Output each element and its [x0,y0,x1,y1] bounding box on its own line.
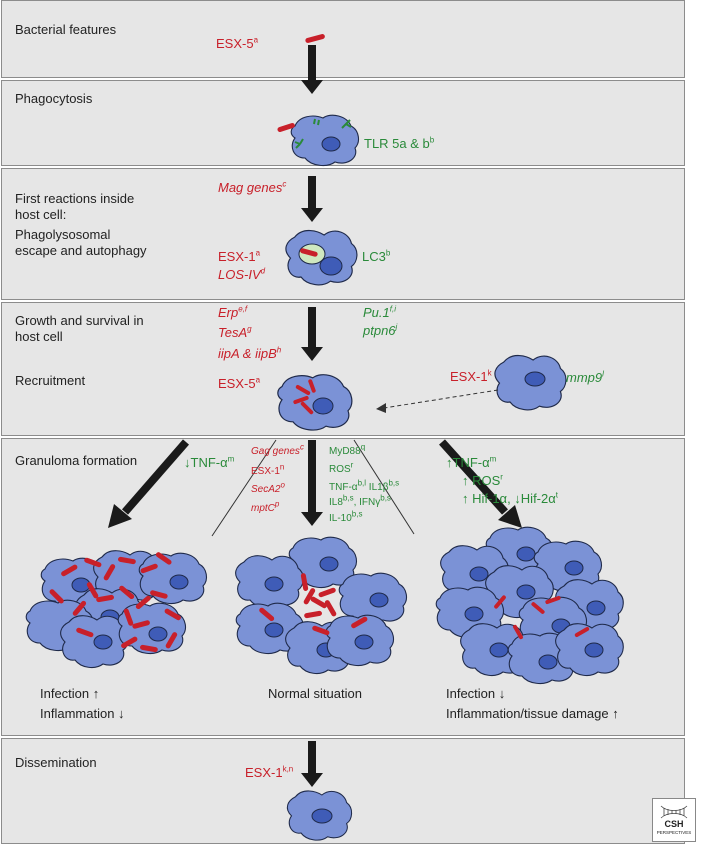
bacterium-icon [305,34,325,43]
label-tnfa-il1b: TNF-αb,l IL1βb,s [329,478,400,493]
label-erp: Erpe,f [218,304,248,320]
label-iipa-iipb: iipA & iipBh [218,345,282,361]
label-esx1-recruitment: ESX-1k [450,368,492,384]
panel-title-growth-1: Growth and survival in [15,313,144,328]
label-seca2: SecA2o [251,480,285,495]
arrow-granuloma-right [439,439,522,528]
logo-text-csh: CSH [664,819,684,829]
label-inflammation-tissue-damage: Inflammation/tissue damage ↑ [446,706,619,721]
panel-title-first-reactions-2: host cell: [15,207,67,222]
recruitment-dashed-arrow [376,389,499,413]
label-ptpn6: ptpn6j [363,322,398,338]
phagocyte-cell-icon [290,114,360,167]
label-myd88: MyD88q [329,442,366,457]
arrow-to-phagocytosis [301,45,323,94]
label-los-iv: LOS-IVd [218,266,266,282]
label-hif: ↑ Hif-1α, ↓Hif-2αt [462,490,558,506]
granuloma-middle-icon [235,536,408,675]
label-mmp9: mmp9l [566,369,604,385]
panel-title-first-reactions-3: Phagolysosomal [15,227,111,242]
panel-title-dissemination: Dissemination [15,755,97,770]
label-ros-up: ↑ ROSr [462,472,503,488]
panel-title-phagocytosis: Phagocytosis [15,91,93,106]
arrow-granuloma-center [301,440,323,526]
bacterium-icon [277,122,295,132]
label-esx5-recruitment: ESX-5a [218,375,261,391]
arrow-to-first-reactions [301,176,323,222]
panel-title-recruitment: Recruitment [15,373,86,388]
arrow-to-growth [301,307,323,361]
label-lc3: LC3b [362,248,391,264]
granuloma-left-icon [25,550,208,669]
panel-title-first-reactions-4: escape and autophagy [15,243,147,258]
label-pu1: Pu.1f,i [363,304,396,320]
label-infection-up: Infection ↑ [40,686,100,701]
label-inflammation-down: Inflammation ↓ [40,706,125,721]
label-gag-genes: Gag genesc [251,442,304,457]
arrow-granuloma-left [108,439,190,528]
label-il10: IL-10b,s [329,509,363,524]
disseminating-cell-icon [286,790,353,841]
csh-perspectives-logo: CSH PERSPECTIVES [652,798,696,842]
label-tnf-down: ↓TNF-αm [184,454,235,470]
label-mptc: mptCp [251,499,280,514]
recruited-macrophage-icon [494,354,567,411]
granuloma-right-icon [435,526,624,685]
label-tesa: TesAg [218,324,252,340]
panel-title-first-reactions-1: First reactions inside [15,191,135,206]
panel-title-bacterial-features: Bacterial features [15,22,117,37]
label-normal-situation: Normal situation [268,686,362,701]
label-ros: ROSr [329,460,354,475]
panel-title-growth-2: host cell [15,329,63,344]
label-il8-ifng: IL8b,s, IFNγb,s [329,493,391,508]
dna-helix-icon [660,805,688,819]
panel-bacterial-features [1,0,685,78]
panel-title-granuloma: Granuloma formation [15,453,138,468]
tlr-receptor-icon [294,118,352,149]
label-mag-genes: Mag genesc [218,179,287,195]
label-esx1-granuloma: ESX-1n [251,462,285,477]
growth-cell-icon [277,374,353,431]
logo-text-perspectives: PERSPECTIVES [656,830,692,835]
infected-cell-icon [285,229,358,286]
arrow-to-dissemination [301,741,323,787]
label-tlr: TLR 5a & bb [364,135,435,151]
label-esx1: ESX-1a [218,248,261,264]
label-esx5: ESX-5a [216,35,259,51]
label-esx1-dissemination: ESX-1k,n [245,764,294,780]
label-tnf-up: ↑TNF-αm [446,454,497,470]
label-infection-down: Infection ↓ [446,686,506,701]
